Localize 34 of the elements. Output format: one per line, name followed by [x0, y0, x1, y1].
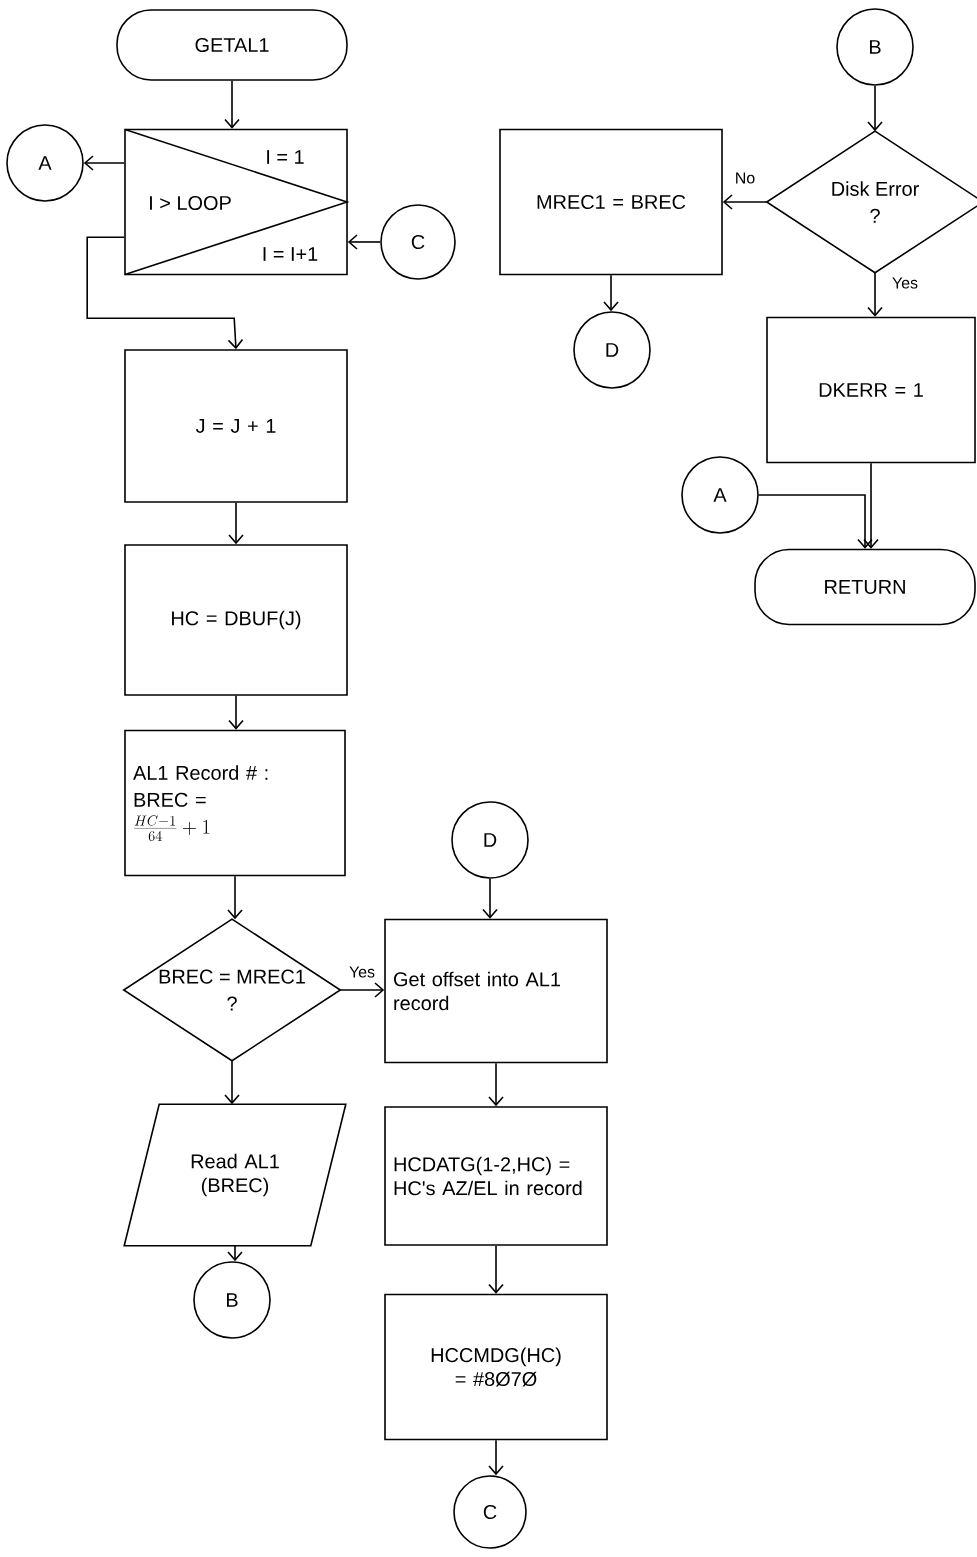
- arrow: [228, 502, 244, 545]
- arrow: [722, 194, 768, 210]
- arrow: [488, 1062, 504, 1107]
- arrow: [224, 80, 240, 129]
- edge-label: No: [733, 171, 757, 185]
- process-box: MREC1 = BREC: [499, 128, 723, 276]
- process-box: Get offset into AL1 record: [384, 918, 608, 1064]
- process-box: HC = DBUF(J): [124, 544, 348, 696]
- arrow: [867, 271, 883, 317]
- terminal-box: GETAL1: [116, 9, 348, 81]
- arrow: [603, 274, 619, 312]
- process-box: AL1 Record # : BREC = $\frac{HC-1}{64}+1$: [124, 729, 346, 877]
- input-output-box: Read AL1 (BREC): [123, 1103, 347, 1247]
- arrow: [228, 695, 244, 730]
- process-box: J = J + 1: [124, 349, 348, 503]
- arrow: [867, 85, 883, 132]
- arrow: [488, 1245, 504, 1294]
- terminal-box: RETURN: [754, 548, 976, 626]
- arrow: [83, 155, 125, 171]
- loop-limit-box: I = 1 I > LOOP I = I+1: [124, 128, 350, 276]
- edge-label: Yes: [891, 276, 919, 290]
- arrow: [482, 878, 498, 919]
- process-box: HCCMDG(HC) = #8Ø7Ø: [384, 1293, 608, 1441]
- process-box: HCDATG(1-2,HC) = HC's AZ/EL in record: [384, 1106, 608, 1246]
- edge-label: Yes: [348, 965, 376, 979]
- process-box: DKERR = 1: [766, 316, 976, 464]
- arrow: [347, 234, 381, 250]
- arrow: [339, 982, 385, 998]
- arrow: [86, 236, 244, 350]
- arrow: [488, 1439, 504, 1476]
- arrow: [227, 875, 243, 920]
- arrow: [758, 494, 873, 549]
- arrow: [863, 462, 879, 549]
- arrow: [224, 1060, 240, 1105]
